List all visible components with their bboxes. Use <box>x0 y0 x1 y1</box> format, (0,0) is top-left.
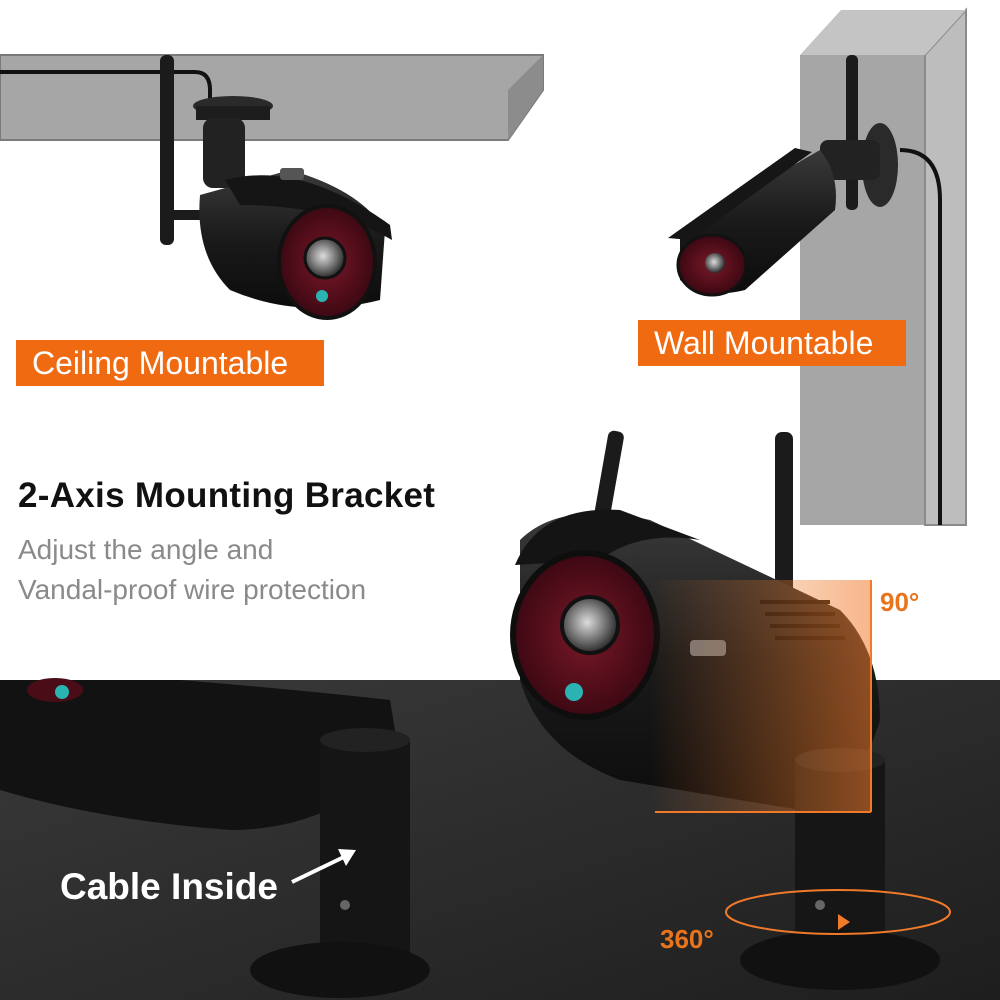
wall-panel <box>800 55 925 525</box>
ceiling-cable <box>0 70 212 104</box>
wall-antenna <box>846 55 858 210</box>
pan-arrow-icon <box>838 914 850 930</box>
feature-line-2: Vandal-proof wire protection <box>18 574 367 605</box>
ceiling-antenna <box>160 55 174 245</box>
cable-inside-callout: Cable Inside <box>60 866 278 907</box>
ceiling-slab <box>0 54 544 141</box>
pan-rotation-ring <box>725 889 951 935</box>
wall-scene <box>668 7 967 526</box>
cable-arrow-icon <box>291 853 349 884</box>
pan-angle-label: 360° <box>660 924 714 954</box>
wall-camera <box>668 148 836 297</box>
feature-title: 2-Axis Mounting Bracket <box>18 476 436 515</box>
ceiling-camera <box>199 168 392 320</box>
tilt-glow <box>650 580 872 812</box>
feature-line-1: Adjust the angle and <box>18 534 274 565</box>
ceiling-mountable-label: Ceiling Mountable <box>16 340 324 386</box>
wall-mountable-label: Wall Mountable <box>638 320 906 366</box>
ceiling-scene <box>0 54 544 320</box>
closeup-scene <box>0 430 1000 1000</box>
closeup-camera-left <box>0 678 430 998</box>
wall-cable <box>899 148 942 525</box>
tilt-angle-label: 90° <box>880 587 920 617</box>
